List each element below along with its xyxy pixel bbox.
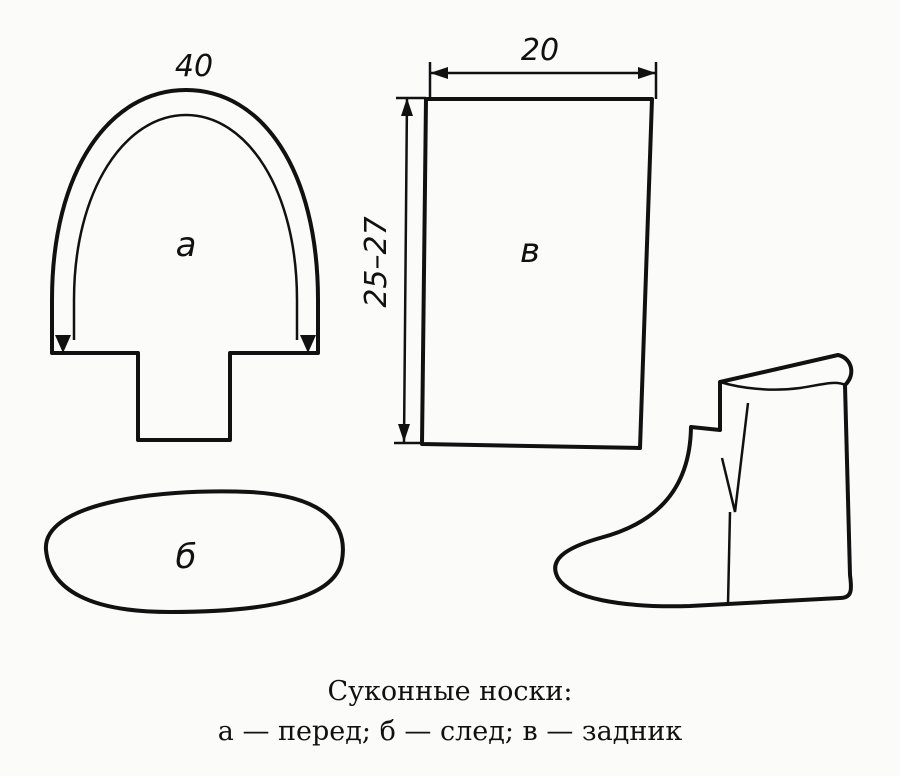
back-outline [420,97,654,450]
width-arrow-right-icon [638,67,656,79]
pattern-diagram: а 40 20 25–27 в б [43,33,854,614]
sole-piece-label: б [176,537,197,577]
width-label: 20 [521,33,559,68]
sole-outline [43,489,345,614]
front-piece-label: а [176,225,197,265]
caption-title: Суконные носки: [327,676,573,707]
sole-pattern-piece: б [43,489,345,614]
height-arrow-bottom-icon [398,424,410,442]
width-arrow-left-icon [430,67,448,79]
front-arrow-left-icon [55,335,71,353]
front-inner-seam-line [72,113,299,340]
height-label: 25–27 [359,216,394,307]
sock-back-seam [726,511,732,605]
sock-outline [553,353,854,609]
caption-legend: а — перед; б — след; в — задник [217,716,683,747]
front-outline [50,88,320,442]
back-pattern-piece: 20 25–27 в [359,33,658,450]
sock-heel-seam [720,402,750,513]
height-arrow-top-icon [401,98,413,116]
sock-cuff-line [719,380,846,391]
assembled-sock-drawing [553,353,854,609]
front-arrow-right-icon [300,335,316,353]
front-pattern-piece: а 40 [50,49,320,442]
back-piece-label: в [520,231,540,271]
height-dimension-line [402,97,409,443]
arc-length-label: 40 [175,49,213,84]
